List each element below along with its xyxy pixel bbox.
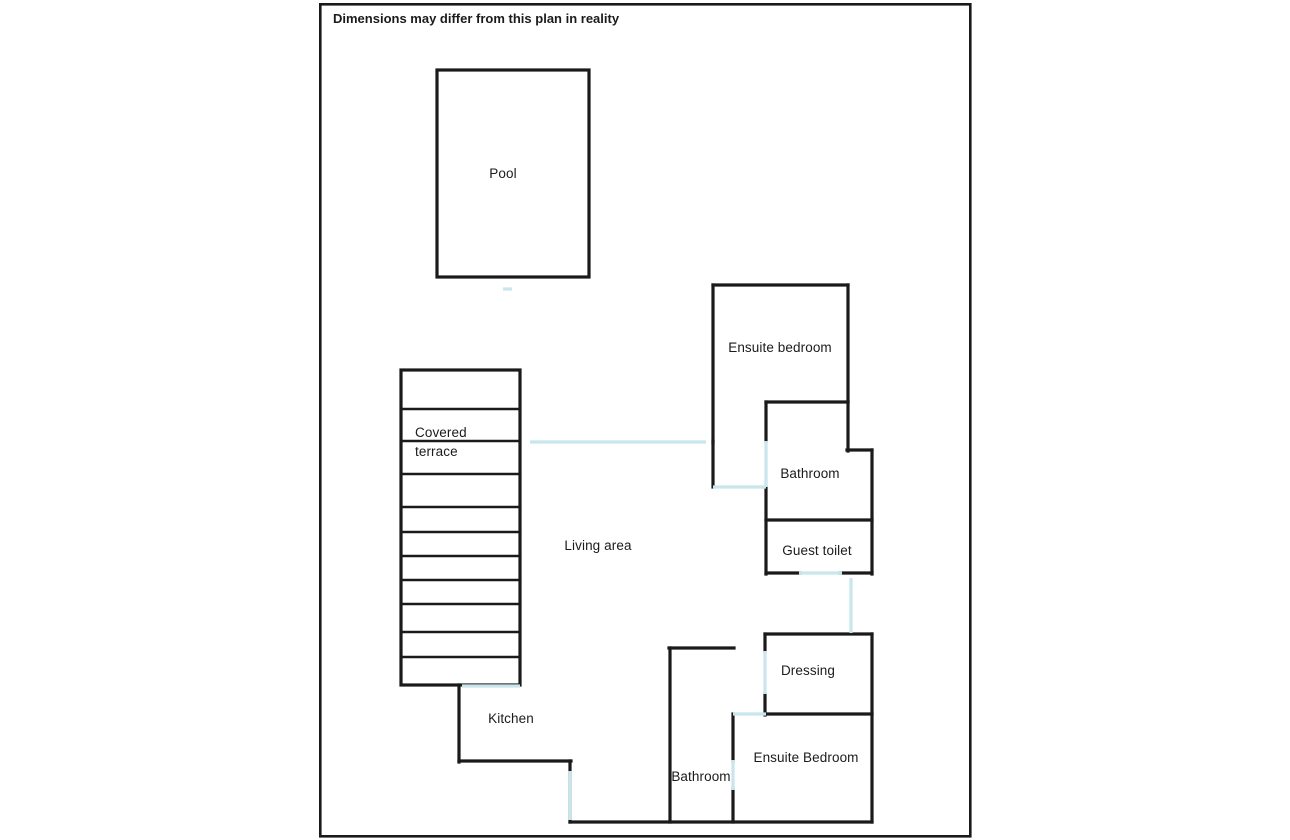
block-lower-right: Dressing Bathroom Ensuite Bedroom <box>568 632 874 824</box>
block-upper-right: Ensuite bedroom Bathroom Guest toilet <box>711 283 874 576</box>
room-label-bathroom-bottom: Bathroom <box>671 769 730 784</box>
pool-outline <box>435 68 591 279</box>
room-label-ensuite-bedroom-bottom: Ensuite Bedroom <box>753 750 858 765</box>
room-label-covered-terrace-line1: Covered <box>415 425 467 440</box>
room-label-dressing: Dressing <box>781 663 835 678</box>
plan-frame <box>318 3 972 838</box>
room-pool: Pool <box>435 68 591 279</box>
door-openings <box>462 440 853 820</box>
room-label-ensuite-bedroom-top: Ensuite bedroom <box>728 340 832 355</box>
disclaimer-note: Dimensions may differ from this plan in … <box>333 11 620 26</box>
room-label-kitchen: Kitchen <box>488 711 534 726</box>
room-label-living-area: Living area <box>564 538 632 553</box>
room-label-pool: Pool <box>489 166 516 181</box>
room-label-guest-toilet: Guest toilet <box>782 543 852 558</box>
room-label-bathroom-top: Bathroom <box>780 466 839 481</box>
room-label-covered-terrace-line2: terrace <box>415 444 458 459</box>
